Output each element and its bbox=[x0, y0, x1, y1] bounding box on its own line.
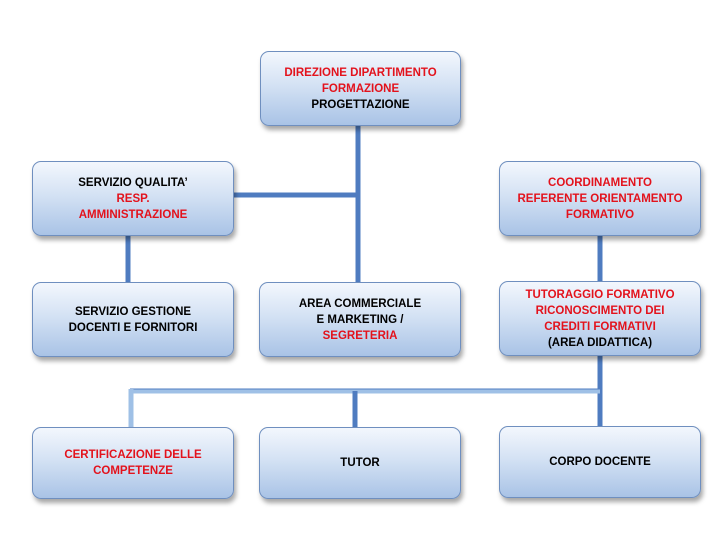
node-tutoraggio-formativo: TUTORAGGIO FORMATIVO RICONOSCIMENTO DEI CR… bbox=[499, 281, 701, 356]
coordinamento-line-2: REFERENTE ORIENTAMENTO bbox=[517, 192, 683, 205]
node-corpo-docente: CORPO DOCENTE bbox=[499, 426, 701, 498]
commerciale-line-1: AREA COMMERCIALE bbox=[298, 297, 422, 310]
tutoraggio-line-3: CREDITI FORMATIVI bbox=[544, 320, 656, 333]
node-servizio-qualita: SERVIZIO QUALITA’ RESP. AMMINISTRAZIONE bbox=[32, 161, 234, 236]
coordinamento-line-1: COORDINAMENTO bbox=[548, 176, 652, 189]
certificazione-line-1: CERTIFICAZIONE DELLE bbox=[64, 449, 202, 461]
tutoraggio-line-2: RICONOSCIMENTO DEI bbox=[535, 304, 665, 317]
node-servizio-gestione: SERVIZIO GESTIONE DOCENTI E FORNITORI bbox=[32, 282, 234, 357]
coordinamento-line-3: FORMATIVO bbox=[565, 208, 635, 221]
qualita-line-2: RESP. bbox=[116, 192, 150, 205]
node-tutor: TUTOR bbox=[259, 427, 461, 499]
tutor-line-1: TUTOR bbox=[340, 457, 380, 469]
certificazione-line-2: COMPETENZE bbox=[93, 465, 173, 477]
qualita-line-3: AMMINISTRAZIONE bbox=[78, 208, 188, 221]
node-area-commerciale: AREA COMMERCIALE E MARKETING / SEGRETERIA bbox=[259, 282, 461, 357]
direzione-line-1: DIREZIONE DIPARTIMENTO bbox=[284, 66, 437, 79]
commerciale-line-2: E MARKETING / bbox=[316, 313, 404, 326]
direzione-line-3: PROGETTAZIONE bbox=[311, 98, 410, 111]
node-coordinamento: COORDINAMENTO REFERENTE ORIENTAMENTO FORMA… bbox=[499, 161, 701, 236]
qualita-line-1: SERVIZIO QUALITA’ bbox=[78, 176, 188, 189]
commerciale-line-3: SEGRETERIA bbox=[322, 329, 398, 342]
tutoraggio-line-1: TUTORAGGIO FORMATIVO bbox=[525, 288, 675, 301]
direzione-line-2: FORMAZIONE bbox=[321, 82, 400, 95]
node-direzione-dipartimento: DIREZIONE DIPARTIMENTO FORMAZIONE PROGETTA… bbox=[260, 51, 461, 126]
tutoraggio-line-4: (AREA DIDATTICA) bbox=[547, 336, 653, 349]
node-certificazione-competenze: CERTIFICAZIONE DELLE COMPETENZE bbox=[32, 427, 234, 499]
corpo-line-1: CORPO DOCENTE bbox=[549, 456, 651, 468]
gestione-line-2: DOCENTI E FORNITORI bbox=[68, 321, 198, 334]
gestione-line-1: SERVIZIO GESTIONE bbox=[74, 305, 192, 318]
